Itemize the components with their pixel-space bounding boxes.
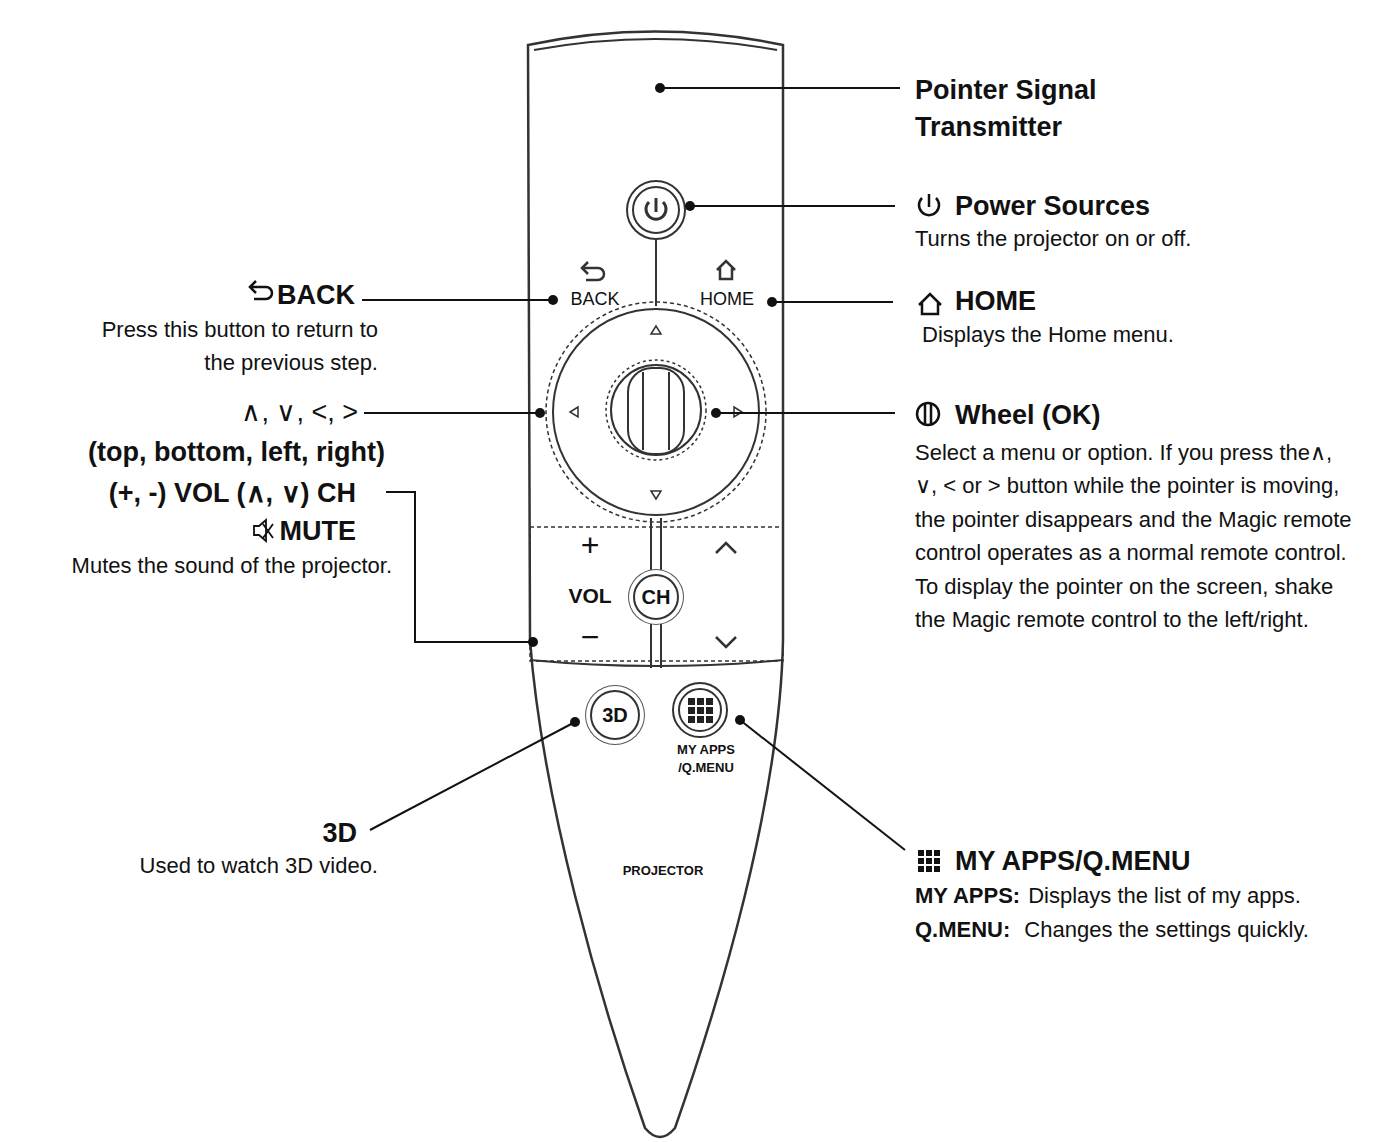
- button-text: 3D: [602, 704, 628, 727]
- callout-text: Displays the list of my apps.: [1028, 883, 1301, 910]
- button-label: HOME: [700, 289, 754, 311]
- callout-term: Q.MENU:: [915, 917, 1010, 944]
- callout-title: (top, bottom, left, right): [88, 436, 385, 469]
- callout-title: BACK: [277, 279, 355, 312]
- brand-label: PROJECTOR: [623, 863, 704, 879]
- callout-text: Press this button to return to the previ…: [68, 313, 378, 379]
- callout-title: HOME: [955, 285, 1036, 318]
- callout-term: MY APPS:: [915, 883, 1020, 910]
- callout-text: Displays the Home menu.: [922, 322, 1174, 349]
- callout-text: Select a menu or option. If you press th…: [915, 436, 1355, 637]
- callout-title: ∧, ∨, <, >: [241, 396, 358, 429]
- button-label: −: [581, 618, 600, 657]
- button-label: +: [581, 526, 600, 565]
- callout-title: Pointer Signal Transmitter: [915, 72, 1155, 146]
- button-label: MY APPS /Q.MENU: [670, 741, 742, 776]
- callout-title: 3D: [322, 817, 357, 850]
- callout-title: (+, -) VOL (∧, ∨) CH: [109, 477, 356, 510]
- callout-text: Turns the projector on or off.: [915, 226, 1191, 253]
- button-label: VOL: [568, 583, 611, 609]
- callout-text: Mutes the sound of the projector.: [72, 553, 392, 580]
- three-d-button: 3D: [590, 690, 640, 740]
- callout-title: MUTE: [280, 515, 357, 548]
- button-text: CH: [642, 586, 671, 609]
- ch-button: CH: [633, 574, 679, 620]
- callout-title: MY APPS/Q.MENU: [955, 845, 1191, 878]
- callout-text: Changes the settings quickly.: [1024, 917, 1309, 944]
- button-label: BACK: [570, 289, 619, 311]
- callout-title: Power Sources: [955, 190, 1150, 223]
- callout-text: Used to watch 3D video.: [140, 853, 378, 880]
- callout-title: Wheel (OK): [955, 399, 1101, 432]
